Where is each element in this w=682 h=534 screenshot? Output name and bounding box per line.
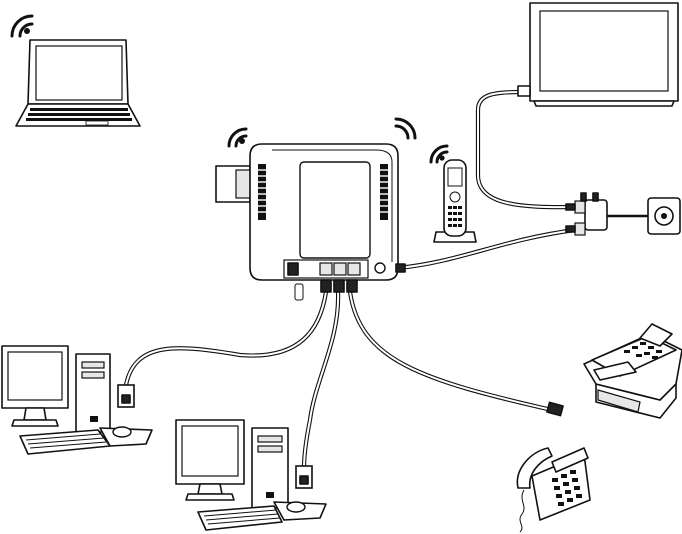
cable-router-desktop-1 [126,292,326,385]
desktop-computer-icon-2 [176,420,326,530]
cable-router-phone [350,292,552,410]
telephone-icon [517,402,590,532]
cable-router-desktop-2 [304,292,338,468]
cable-splitter-tv [478,92,575,207]
fax-machine-icon [584,324,682,418]
wall-socket-icon [648,198,680,234]
desktop-computer-icon-1 [2,346,152,454]
splitter-icon [566,193,607,235]
wifi-waves-cordless-phone [431,146,447,162]
laptop-icon [16,40,140,126]
wifi-waves-router-right [396,119,415,138]
wifi-waves-router-left [229,129,246,146]
cable-router-splitter [398,230,575,268]
tv-icon [518,3,678,106]
cordless-phone-icon [434,160,476,242]
wifi-waves-laptop [12,16,32,36]
router-icon [216,144,405,300]
